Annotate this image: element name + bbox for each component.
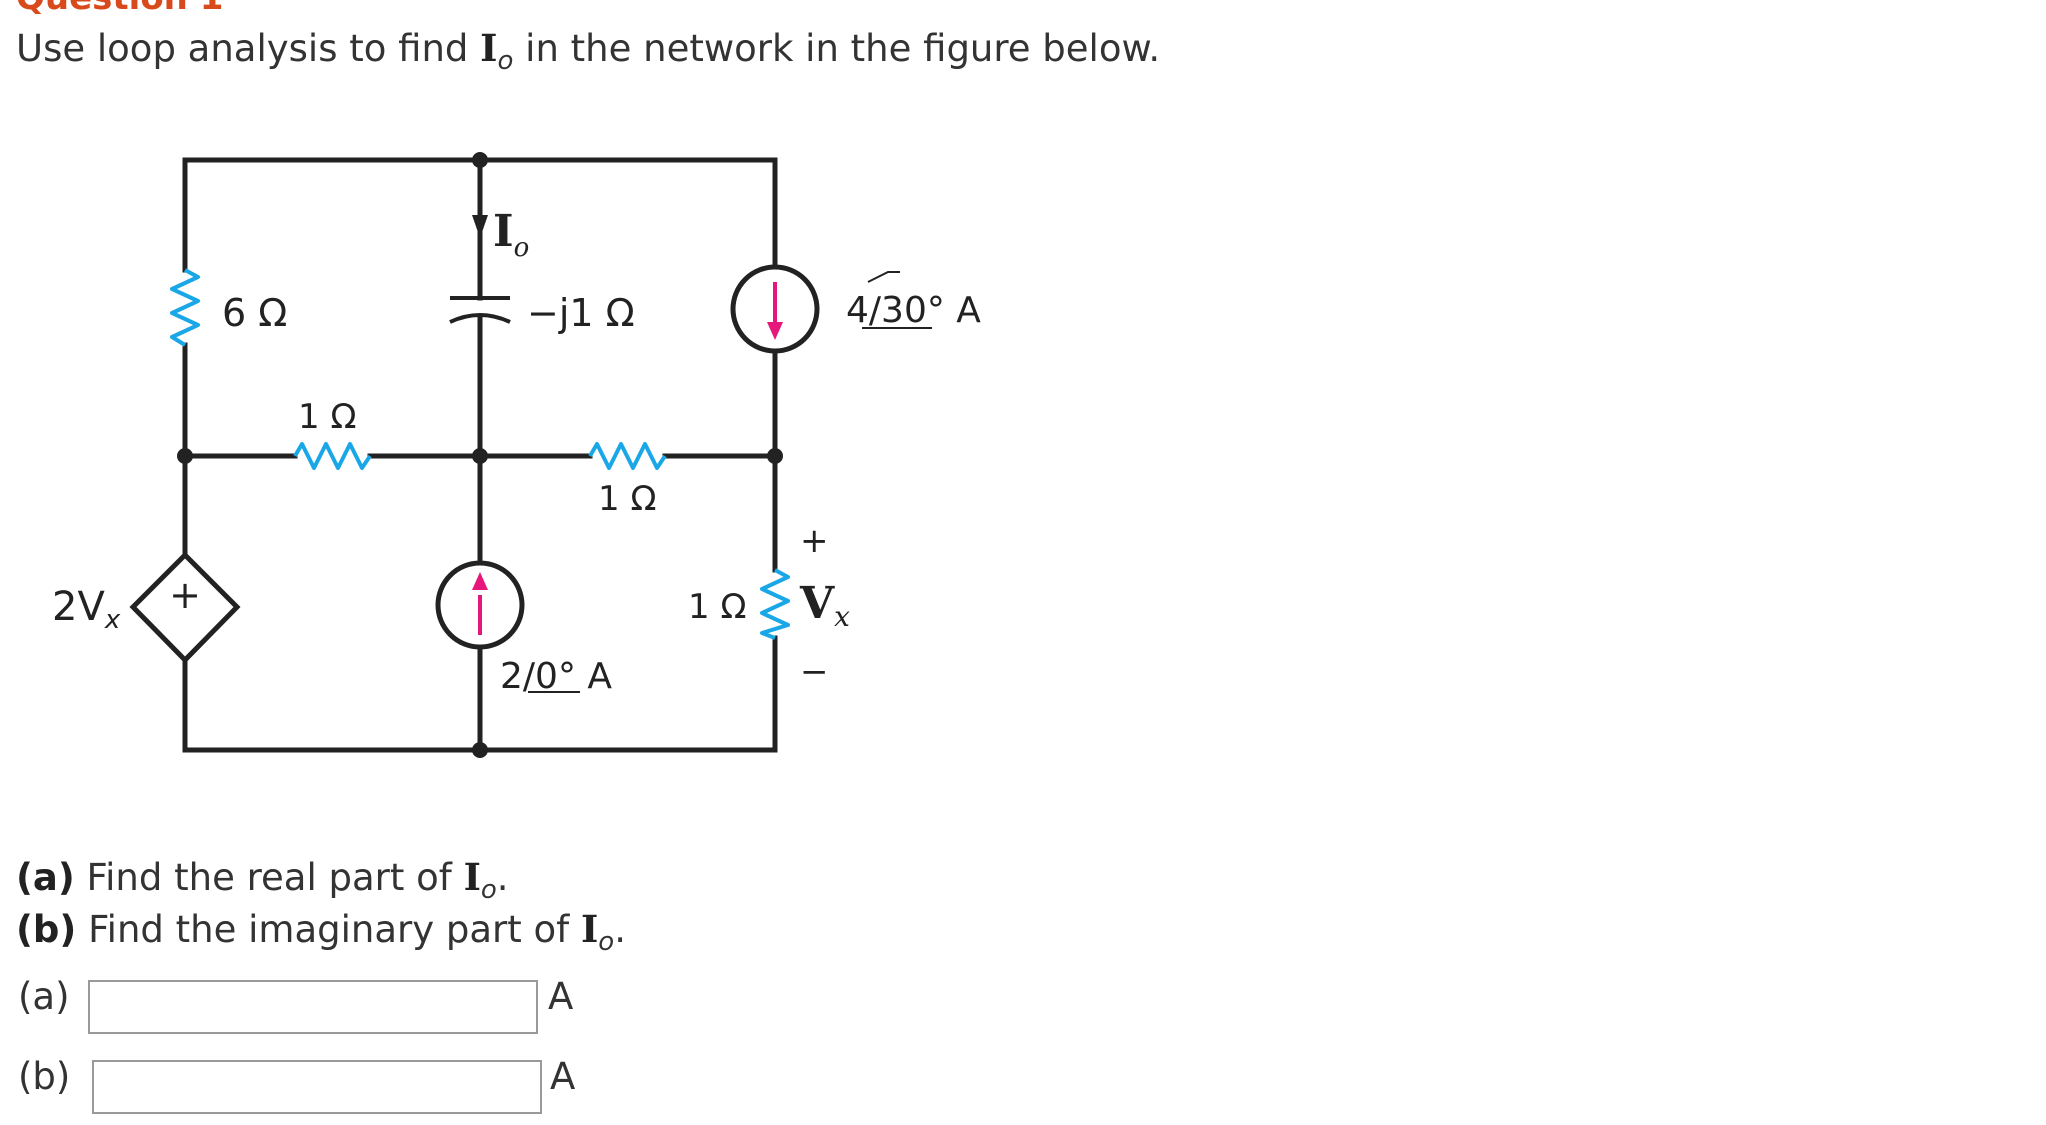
io-arrow-icon (472, 215, 488, 238)
node-top-mid (472, 152, 488, 168)
answer-b-label: (b) (18, 1055, 71, 1098)
part-a-label: (a) (16, 856, 75, 899)
part-b-label: (b) (16, 908, 77, 951)
label-io: Io (493, 206, 529, 263)
question-title: Question 1 (16, 0, 223, 18)
node-bottom-mid (472, 742, 488, 758)
dep-source-plus: + (169, 573, 201, 617)
label-vx-minus: − (800, 652, 829, 692)
part-b-variable-subscript: o (598, 927, 615, 957)
part-a-description: Find the real part of (74, 856, 464, 899)
part-a-text: (a) Find the real part of Io. (16, 855, 509, 905)
resistor-6ohm (170, 268, 200, 347)
prompt-text-before: Use loop analysis to find (16, 27, 481, 70)
answer-a-unit: A (548, 975, 574, 1018)
part-b-period: . (614, 908, 626, 951)
part-b-variable: I (580, 907, 599, 951)
label-io-main: I (493, 206, 514, 257)
part-a-period: . (496, 856, 509, 899)
resistor-1ohm-left (293, 442, 372, 470)
label-dep-source-sub: x (104, 605, 121, 635)
question-prompt: Use loop analysis to find Io in the netw… (16, 26, 1161, 76)
label-r-6ohm: 6 Ω (222, 291, 287, 335)
label-capacitor: −j1 Ω (527, 291, 635, 335)
answer-b-input[interactable] (92, 1060, 542, 1114)
answer-a-input[interactable] (88, 980, 538, 1034)
label-vx-main: V (799, 578, 835, 629)
label-vx: Vx (799, 578, 850, 633)
label-r-1ohm-left: 1 Ω (298, 397, 356, 437)
part-a-variable: I (463, 855, 481, 899)
answer-b-unit: A (550, 1055, 576, 1098)
dependent-voltage-source (129, 551, 241, 664)
label-vx-plus: + (800, 521, 829, 561)
label-vx-sub: x (834, 600, 850, 633)
arrow-up-icon (472, 572, 488, 590)
label-current-source-top: 4/30° A (846, 290, 981, 331)
label-r-1ohm-middle: 1 Ω (598, 479, 656, 519)
resistor-1ohm-middle (588, 442, 667, 470)
part-a-variable-subscript: o (480, 875, 497, 905)
label-dep-source-main: 2V (52, 584, 105, 630)
label-io-sub: o (514, 233, 530, 263)
prompt-variable-subscript: o (497, 46, 514, 76)
prompt-text-after: in the network in the figure below. (513, 27, 1161, 70)
answer-a-label: (a) (18, 975, 70, 1018)
angle-mark-top (867, 271, 900, 283)
circuit-diagram: + 6 Ω −j1 Ω 4/30° A 1 Ω 1 Ω 1 Ω 2/0° A 2… (52, 152, 981, 758)
node-left-mid (177, 448, 193, 464)
label-r-1ohm-right: 1 Ω (688, 587, 746, 627)
label-current-source-bottom: 2/0° A (500, 656, 612, 697)
node-center (472, 448, 488, 464)
node-right-mid (767, 448, 783, 464)
arrow-down-icon (767, 322, 783, 340)
part-b-description: Find the imaginary part of (76, 908, 581, 951)
resistor-1ohm-right (760, 568, 790, 640)
label-dep-source: 2Vx (52, 584, 121, 635)
capacitor-plate-bottom (449, 313, 511, 324)
part-b-text: (b) Find the imaginary part of Io. (16, 907, 626, 957)
prompt-variable: I (480, 26, 498, 70)
